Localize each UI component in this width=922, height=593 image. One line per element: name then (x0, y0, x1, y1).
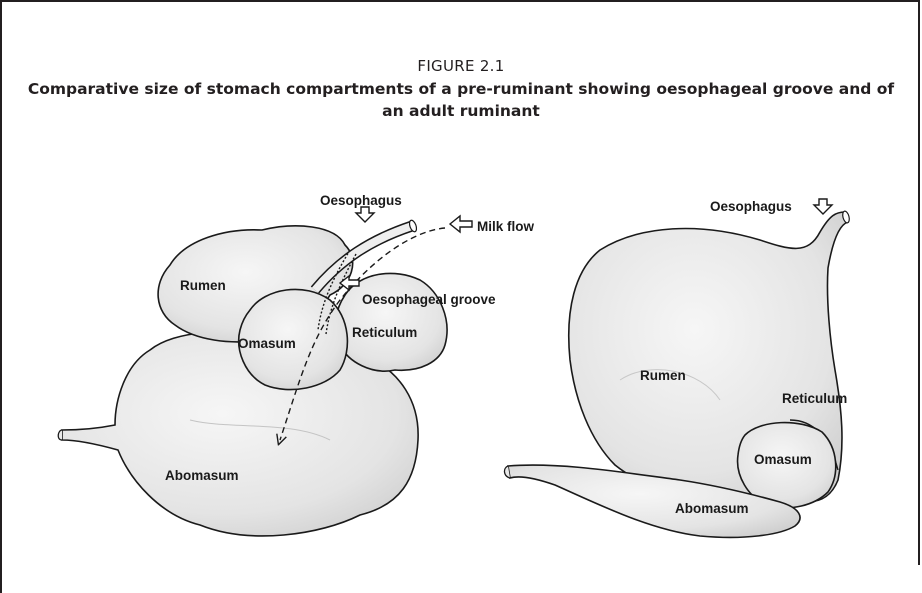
pre-reticulum-shape (335, 273, 447, 371)
pre-oesophagus-label: Oesophagus (320, 193, 402, 208)
pre-abomasum-label: Abomasum (165, 468, 239, 483)
pre-omasum-label: Omasum (238, 336, 296, 351)
adult-oesophagus-label: Oesophagus (710, 199, 792, 214)
adult-oesophagus-arrow-icon (814, 199, 832, 214)
adult-rumen-label: Rumen (640, 368, 686, 383)
pre-oesophagus-arrow-icon (356, 207, 374, 222)
adult-reticulum-label: Reticulum (782, 391, 847, 406)
milk-flow-label: Milk flow (477, 219, 534, 234)
pre-reticulum-label: Reticulum (352, 325, 417, 340)
adult-ruminant-diagram: Oesophagus Rumen Reticulum Omasum Abomas… (504, 199, 850, 537)
adult-abomasum-label: Abomasum (675, 501, 749, 516)
milk-flow-arrow-icon (450, 216, 472, 232)
pre-ruminant-diagram: Oesophagus Milk flow Rumen Oesophageal g… (58, 193, 534, 536)
pre-rumen-label: Rumen (180, 278, 226, 293)
adult-omasum-label: Omasum (754, 452, 812, 467)
oesophageal-groove-label: Oesophageal groove (362, 292, 496, 307)
